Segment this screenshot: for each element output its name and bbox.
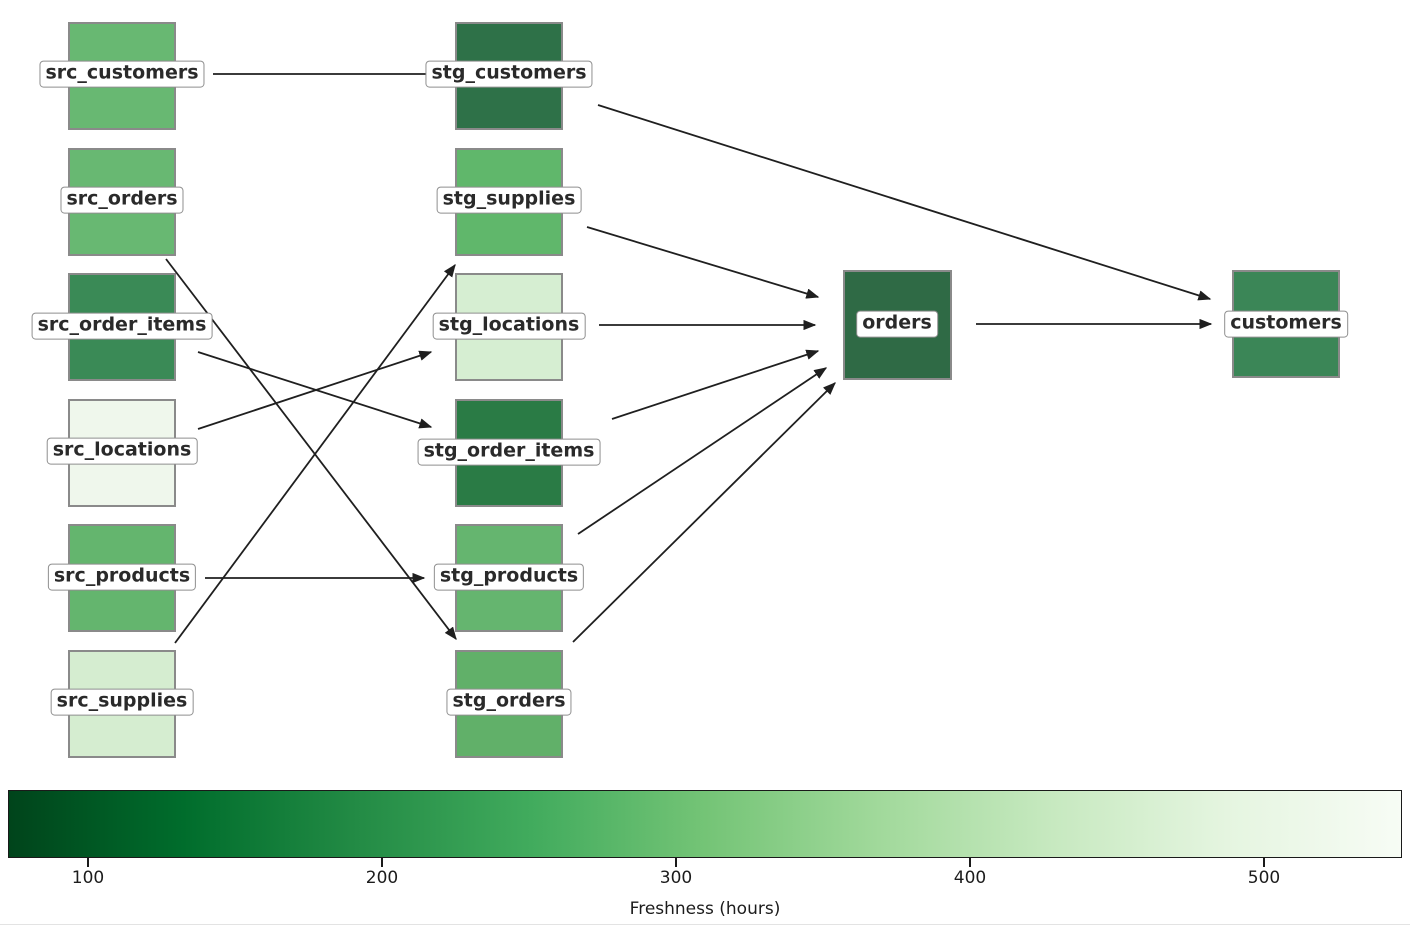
colorbar-tick-300 <box>675 858 677 867</box>
node-label-orders: orders <box>856 310 938 338</box>
node-label-src-products: src_products <box>47 563 197 591</box>
edge-stg-order-items-to-orders <box>611 349 820 420</box>
figure-bottom-rule <box>0 924 1410 925</box>
edge-stg-products-to-orders <box>577 367 828 535</box>
edge-stg-orders-to-orders <box>572 382 836 643</box>
colorbar-tick-100 <box>87 858 89 867</box>
node-label-customers: customers <box>1224 310 1348 338</box>
edge-src-locations-to-stg-locations <box>197 350 433 430</box>
node-label-src-customers: src_customers <box>39 60 205 88</box>
colorbar-ticklabel-200: 200 <box>365 868 399 888</box>
colorbar-tick-400 <box>969 858 971 867</box>
node-label-src-orders: src_orders <box>60 186 184 214</box>
colorbar-ticklabel-300: 300 <box>659 868 693 888</box>
colorbar-axis-label: Freshness (hours) <box>629 899 781 919</box>
node-label-stg-order-items: stg_order_items <box>417 438 601 466</box>
node-label-src-supplies: src_supplies <box>50 688 194 716</box>
node-label-stg-supplies: stg_supplies <box>436 186 582 214</box>
node-label-stg-customers: stg_customers <box>425 60 593 88</box>
node-label-stg-locations: stg_locations <box>432 312 586 340</box>
colorbar-gradient <box>8 790 1402 858</box>
colorbar-ticklabel-500: 500 <box>1247 868 1281 888</box>
colorbar-tick-200 <box>381 858 383 867</box>
node-label-src-locations: src_locations <box>46 437 198 465</box>
colorbar-tick-500 <box>1263 858 1265 867</box>
colorbar-ticklabel-100: 100 <box>71 868 105 888</box>
node-label-src-order-items: src_order_items <box>31 312 213 340</box>
edge-stg-supplies-to-orders <box>586 226 820 299</box>
colorbar-ticklabel-400: 400 <box>953 868 987 888</box>
edge-src-supplies-to-stg-supplies <box>174 263 456 644</box>
edge-src-order-items-to-stg-order-items <box>197 351 433 429</box>
node-label-stg-orders: stg_orders <box>446 688 572 716</box>
node-label-stg-products: stg_products <box>433 563 585 591</box>
